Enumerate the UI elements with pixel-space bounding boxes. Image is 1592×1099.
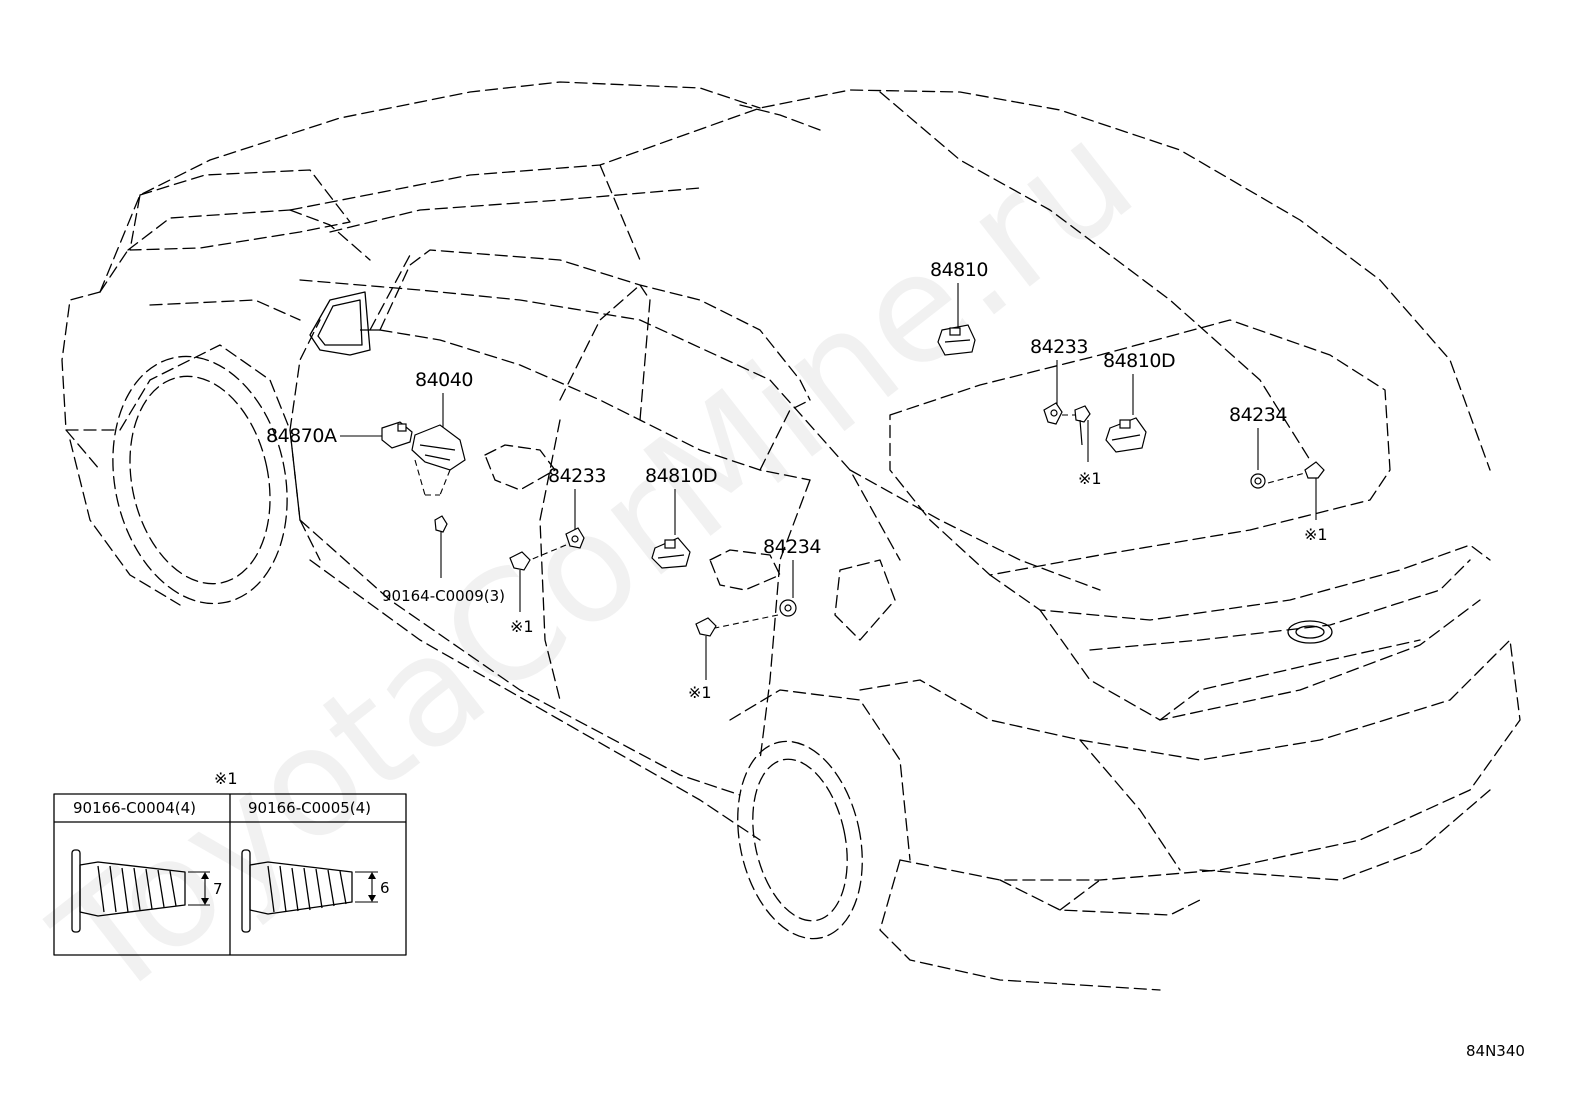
label-84234-front: 84234 (763, 536, 821, 558)
legend-cell-1: 90166-C0004(4) 7 (71, 799, 223, 933)
part-84233-right[interactable]: 84233 (1030, 336, 1088, 425)
label-90164-c0009: 90164-C0009(3) (382, 587, 505, 605)
fastener-legend: ※1 90166-C0004(4) 7 90166-C0005(4) (53, 769, 407, 956)
rear-emblem (1287, 620, 1333, 644)
legend-dimension-2: 6 (380, 879, 390, 897)
note-mark-right-2: ※1 (1304, 525, 1328, 544)
part-84870a[interactable]: 84870A (266, 421, 413, 449)
part-84810d-front[interactable]: 84810D (645, 465, 718, 569)
legend-mark: ※1 (214, 769, 238, 788)
note-mark-right-1: ※1 (1078, 469, 1102, 488)
label-84810-top: 84810 (930, 259, 988, 281)
part-84234-right[interactable]: 84234 (1229, 404, 1306, 489)
screw-note-front-2[interactable]: ※1 (688, 617, 717, 702)
label-84234-right: 84234 (1229, 404, 1287, 426)
part-84810-top[interactable]: 84810 (930, 259, 988, 356)
label-84870a: 84870A (266, 425, 337, 447)
screw-note-right-1[interactable]: ※1 (1074, 405, 1102, 488)
rear-wheel (729, 689, 911, 940)
side-mirror (309, 291, 380, 356)
diagram-code: 84N340 (1466, 1042, 1525, 1060)
screw-icon (71, 849, 210, 933)
part-84810d-right[interactable]: 84810D (1103, 350, 1176, 453)
part-84234-front[interactable]: 84234 (714, 536, 822, 629)
legend-part-no-2: 90166-C0005(4) (248, 799, 371, 817)
legend-cell-2: 90166-C0005(4) 6 (241, 799, 390, 933)
front-wheel (69, 355, 288, 606)
part-84233-front[interactable]: 84233 (529, 465, 606, 561)
legend-dimension-1: 7 (213, 880, 223, 898)
label-84810d-right: 84810D (1103, 350, 1175, 372)
car-body-outline (61, 81, 1521, 991)
watermark: ToyotaCorMine.ru (24, 90, 1164, 1034)
label-84233-front: 84233 (548, 465, 606, 487)
note-mark-front-1: ※1 (510, 617, 534, 636)
screw-icon (241, 849, 378, 933)
screw-note-front-1[interactable]: ※1 (509, 551, 534, 636)
label-84040: 84040 (415, 369, 473, 391)
part-84040[interactable]: 84040 (411, 369, 473, 496)
legend-part-no-1: 90166-C0004(4) (73, 799, 196, 817)
label-84810d-front: 84810D (645, 465, 717, 487)
part-90164-c0009[interactable]: 90164-C0009(3) (382, 515, 505, 605)
screw-note-right-2[interactable]: ※1 (1304, 461, 1328, 544)
label-84233-right: 84233 (1030, 336, 1088, 358)
note-mark-front-2: ※1 (688, 683, 712, 702)
